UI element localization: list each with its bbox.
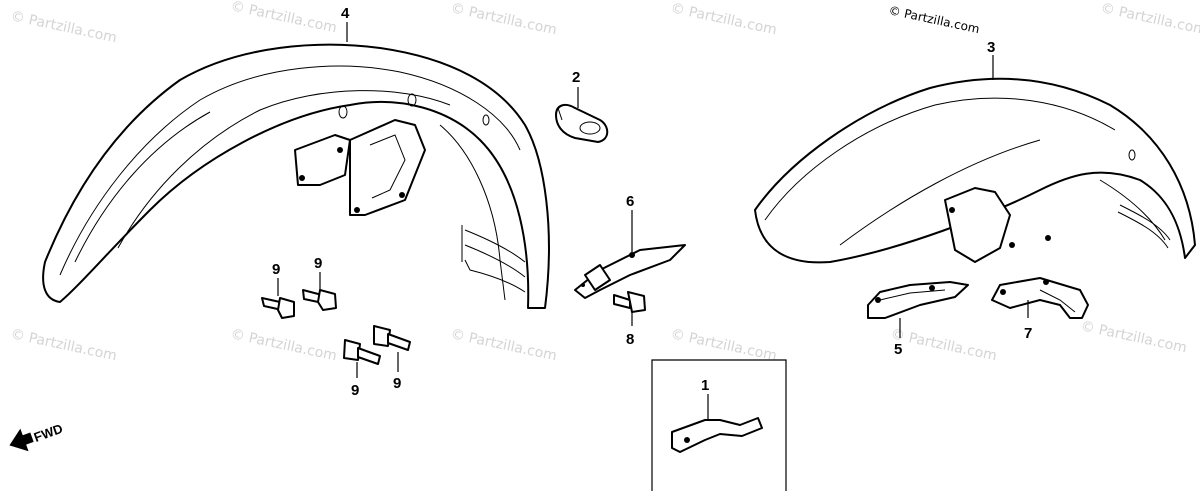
callout-8: 8 — [626, 331, 634, 348]
leader-lines — [277, 22, 1029, 420]
callout-9: 9 — [393, 375, 401, 392]
bolt — [302, 289, 337, 311]
callout-5: 5 — [894, 341, 902, 358]
callout-6: 6 — [626, 193, 634, 210]
callout-9: 9 — [351, 382, 359, 399]
bolt — [373, 325, 411, 351]
watermark: © Partzilla.com — [669, 326, 778, 364]
bolt — [343, 339, 381, 365]
fwd-indicator: FWD — [9, 421, 65, 452]
watermark: © Partzilla.com — [229, 326, 338, 364]
grommet-part — [555, 103, 609, 143]
copyright-label: © Partzilla.com — [887, 3, 980, 36]
watermark: © Partzilla.com — [1079, 318, 1188, 356]
front-fender-left — [42, 43, 550, 309]
callout-9: 9 — [314, 255, 322, 272]
watermark: © Partzilla.com — [9, 326, 118, 364]
fwd-label: FWD — [32, 421, 65, 445]
bolt-group — [261, 289, 646, 365]
watermark: © Partzilla.com — [9, 8, 118, 46]
stay-bracket-6 — [574, 244, 686, 299]
watermark: © Partzilla.com — [889, 326, 998, 364]
callout-labels: 4 3 2 6 5 7 8 1 9 9 9 9 — [272, 5, 1032, 399]
watermark: © Partzilla.com — [449, 326, 558, 364]
front-fender-right — [754, 77, 1196, 264]
callout-4: 4 — [341, 5, 350, 22]
callout-7: 7 — [1024, 325, 1032, 342]
watermark: © Partzilla.com — [1099, 0, 1200, 38]
stay-bracket-7 — [991, 277, 1089, 319]
callout-3: 3 — [987, 39, 995, 56]
watermark: © Partzilla.com — [669, 0, 778, 38]
callout-1: 1 — [701, 377, 709, 394]
fwd-arrow-icon — [9, 428, 34, 452]
callout-9: 9 — [272, 261, 280, 278]
bolt — [261, 297, 295, 319]
watermark: © Partzilla.com — [449, 0, 558, 38]
stay-bracket-5 — [867, 281, 969, 319]
callout-2: 2 — [572, 69, 580, 86]
watermark: © Partzilla.com — [229, 0, 338, 36]
bolt — [613, 291, 646, 313]
inset-box — [651, 359, 787, 491]
